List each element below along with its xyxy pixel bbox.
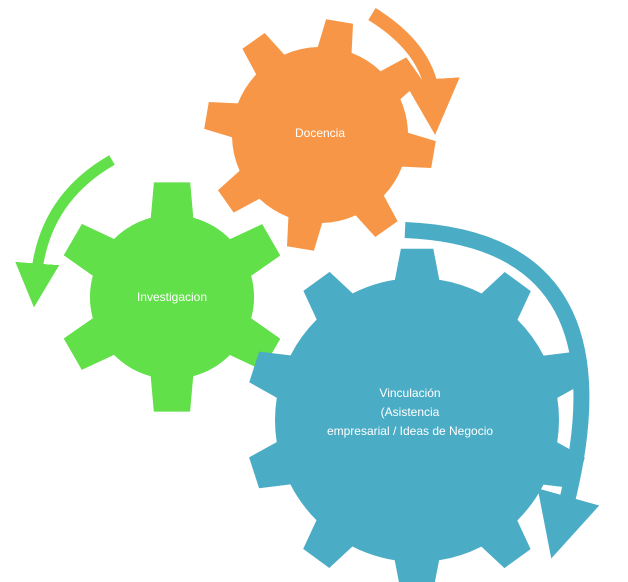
green-gear [63,182,281,412]
vinculacion-line-1: Vinculación [379,386,441,400]
blue-arrow [404,222,600,559]
gear-label-investigacion: Investigacion [136,290,208,304]
gear-label-vinculacion: Vinculación (Asistencia empresarial / Id… [300,384,520,441]
green-arrow [15,155,115,308]
orange-arrow [368,8,460,135]
vinculacion-line-2: (Asistencia [380,405,440,419]
vinculacion-line-3: empresarial / Ideas de Negocio [326,424,494,438]
gear-label-docencia: Docencia [294,126,346,140]
orange-gear [204,19,436,251]
blue-gear [249,248,585,582]
